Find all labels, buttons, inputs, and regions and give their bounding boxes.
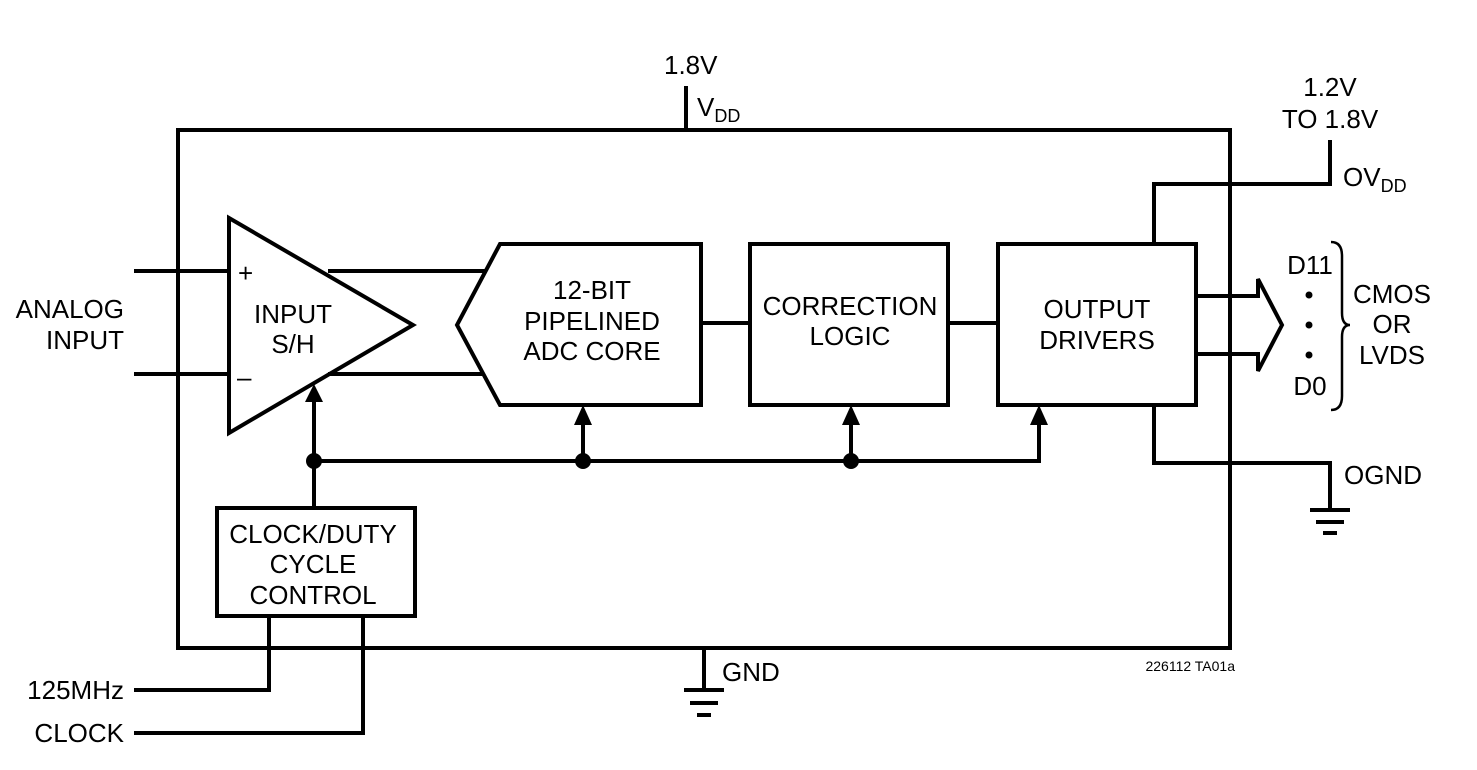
clock-block-label-3: CONTROL [249, 580, 376, 610]
gnd-symbol [684, 688, 724, 717]
ovdd-voltage-1: 1.2V [1303, 72, 1357, 102]
input-sh-amplifier [227, 214, 417, 437]
sh-label-1: INPUT [254, 299, 332, 329]
clock-duty-cycle-block [215, 506, 417, 618]
output-brace [1330, 240, 1351, 412]
correction-label-1: CORRECTION [763, 291, 938, 321]
correction-label-2: LOGIC [810, 321, 891, 351]
adc-label-1: 12-BIT [553, 275, 631, 305]
clock-input-wire-1 [134, 614, 271, 692]
clock-input-label-1: 125MHz [27, 675, 124, 705]
correction-logic-block [748, 242, 950, 407]
output-type-2: OR [1373, 309, 1412, 339]
output-drivers-block [996, 242, 1198, 407]
adc-label-2: PIPELINED [524, 306, 660, 336]
ovdd-label-main: OV [1343, 162, 1381, 192]
ellipsis-dot-1 [1305, 291, 1313, 299]
adc-core-block [454, 242, 703, 407]
output-d0-label: D0 [1293, 371, 1326, 401]
clock-sh-arrowhead [305, 384, 323, 402]
analog-input-label-1: ANALOG [16, 294, 124, 324]
minus-sign: – [237, 362, 252, 392]
ellipsis-dot-3 [1305, 351, 1313, 359]
adc-label-3: ADC CORE [523, 336, 660, 366]
ognd-label: OGND [1344, 460, 1422, 490]
drivers-label-2: DRIVERS [1039, 325, 1155, 355]
ovdd-label: OVDD [1343, 162, 1407, 196]
drivers-label-1: OUTPUT [1044, 294, 1151, 324]
clock-junction-2 [575, 453, 591, 469]
vdd-label: VDD [697, 92, 740, 126]
clock-drivers-arrowhead [1030, 405, 1048, 425]
gnd-label: GND [722, 657, 780, 687]
vdd-label-sub: DD [714, 106, 740, 126]
clock-correction-arrowhead [842, 405, 860, 425]
output-type-1: CMOS [1353, 279, 1431, 309]
output-type-3: LVDS [1359, 340, 1425, 370]
figure-id: 226112 TA01a [1145, 658, 1235, 674]
vdd-voltage: 1.8V [664, 50, 718, 80]
clock-block-label-2: CYCLE [270, 549, 357, 579]
ognd-symbol [1310, 508, 1350, 535]
output-bus-arrow [1196, 278, 1285, 372]
analog-input-label-2: INPUT [46, 325, 124, 355]
ovdd-label-sub: DD [1381, 176, 1407, 196]
clock-block-label-1: CLOCK/DUTY [229, 519, 397, 549]
plus-sign: + [238, 258, 253, 288]
output-d11-label: D11 [1287, 250, 1333, 280]
sh-label-2: S/H [271, 329, 314, 359]
vdd-label-main: V [697, 92, 715, 122]
ellipsis-dot-2 [1305, 321, 1313, 329]
clock-adc-arrowhead [574, 405, 592, 425]
clock-input-label-2: CLOCK [34, 718, 124, 748]
ovdd-voltage-2: TO 1.8V [1282, 104, 1379, 134]
clock-input-wire-2 [134, 614, 365, 735]
ognd-wire [1152, 403, 1332, 512]
ovdd-wire [1152, 140, 1332, 246]
clock-junction-1 [306, 453, 322, 469]
clock-junction-3 [843, 453, 859, 469]
